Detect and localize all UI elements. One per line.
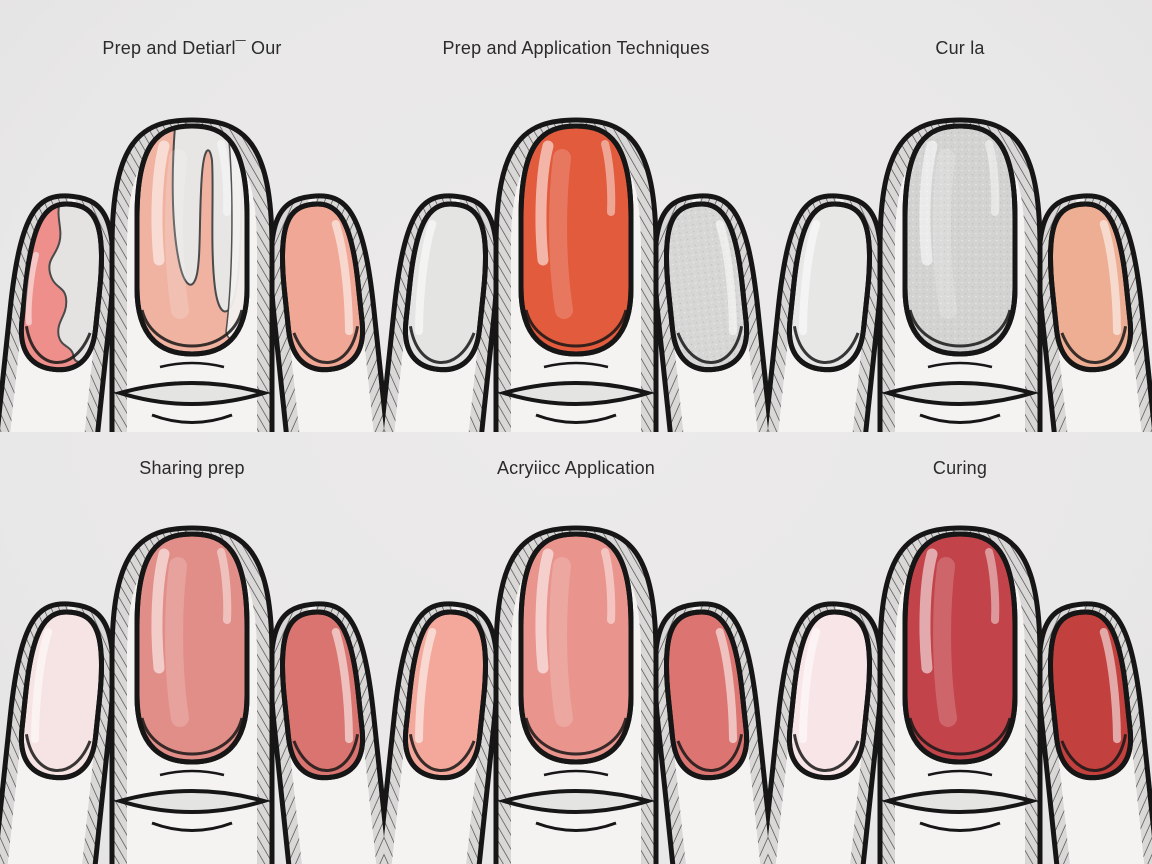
finger-left [0,193,116,432]
panel-caption: Acryiicc Application [496,457,656,478]
nail-highlight [217,548,232,624]
cuticle-line [524,717,628,756]
nail-highlight [331,627,354,744]
finger-right [268,193,384,432]
nail-highlight [331,219,354,336]
three-nails-illustration [768,117,1152,432]
nail-highlight [933,557,957,727]
nail-highlight [715,219,738,336]
cuticle-line [676,326,744,364]
nail-highlight [165,149,189,319]
nail-highlight [601,140,616,216]
panel-acrylic-application: Acryiicc Application [384,432,768,864]
panel-caption: Cur la [935,37,985,58]
finger-outline [877,117,1043,432]
cuticle-line [24,326,92,364]
panel-curla: Cur la [768,0,1152,432]
finger-center [877,117,1043,432]
finger-center [109,525,275,864]
cuticle-line [1060,734,1128,772]
finger-left [768,601,884,864]
finger-center [493,525,659,864]
nail-highlight [151,140,170,266]
finger-right [1036,601,1152,864]
nail-highlight [798,219,821,336]
finger-outline [109,525,275,864]
nail-highlight [165,557,189,727]
nail-highlight [414,219,437,336]
cuticle-line [140,717,244,756]
finger-left [768,193,884,432]
nail-highlight [1099,627,1122,744]
finger-right [1036,193,1152,432]
finger-center [109,117,275,432]
three-nails-illustration [0,525,384,864]
finger-outline [493,525,659,864]
nail-highlight [933,149,957,319]
finger-left [0,601,116,864]
knuckle-crease [112,381,272,406]
finger-right [652,601,768,864]
nail-highlight [25,251,39,326]
knuckle-crease [496,789,656,814]
nail-highlight [535,140,554,266]
nail-highlight [985,140,1000,216]
finger-outline [877,525,1043,864]
panel-caption: Prep and Application Techniques [442,37,710,58]
cuticle-line [292,734,360,772]
nail-highlight [549,149,573,319]
nail-highlight [601,548,616,624]
nail-highlight [549,557,573,727]
three-nails-illustration [384,117,768,432]
panel-caption: Curing [932,457,988,478]
finger-left [384,601,500,864]
knuckle-crease [112,789,272,814]
cuticle-line [408,326,476,364]
cuticle-line [792,326,860,364]
panel-prep-and-application: Prep and Application Techniques [384,0,768,432]
nail-highlight [715,627,738,744]
finger-center [877,525,1043,864]
cuticle-line [792,734,860,772]
panel-sharing-prep: Sharing prep [0,432,384,864]
three-nails-illustration [768,525,1152,864]
cuticle-line [908,717,1012,756]
nail-highlight [414,627,437,744]
nail-highlight [798,627,821,744]
cuticle-line [24,734,92,772]
nail-highlight [151,548,170,674]
nail-highlight [1099,219,1122,336]
nail-highlight [985,548,1000,624]
knuckle-crease [496,381,656,406]
nail-highlight [919,548,938,674]
finger-outline [493,117,659,432]
cuticle-line [524,309,628,348]
panel-curing: Curing [768,432,1152,864]
three-nails-illustration [0,117,384,432]
glitter-texture [905,126,1015,354]
cuticle-line [908,309,1012,348]
knuckle-crease [880,381,1040,406]
panel-caption: Prep and Detiarl¯ Our [102,37,282,58]
panel-caption: Sharing prep [139,457,245,478]
finger-left [384,193,500,432]
nail-highlight [217,140,232,216]
finger-center [493,117,659,432]
finger-outline [109,117,275,432]
knuckle-crease [880,789,1040,814]
nail-highlight [30,627,53,744]
nail-highlight [535,548,554,674]
cuticle-line [676,734,744,772]
nail-highlight [919,140,938,266]
cuticle-line [1060,326,1128,364]
cuticle-line [292,326,360,364]
cuticle-line [140,309,244,348]
panel-prep-and-detail: Prep and Detiarl¯ Our [0,0,384,432]
three-nails-illustration [384,525,768,864]
cuticle-line [408,734,476,772]
finger-right [652,193,768,432]
finger-right [268,601,384,864]
